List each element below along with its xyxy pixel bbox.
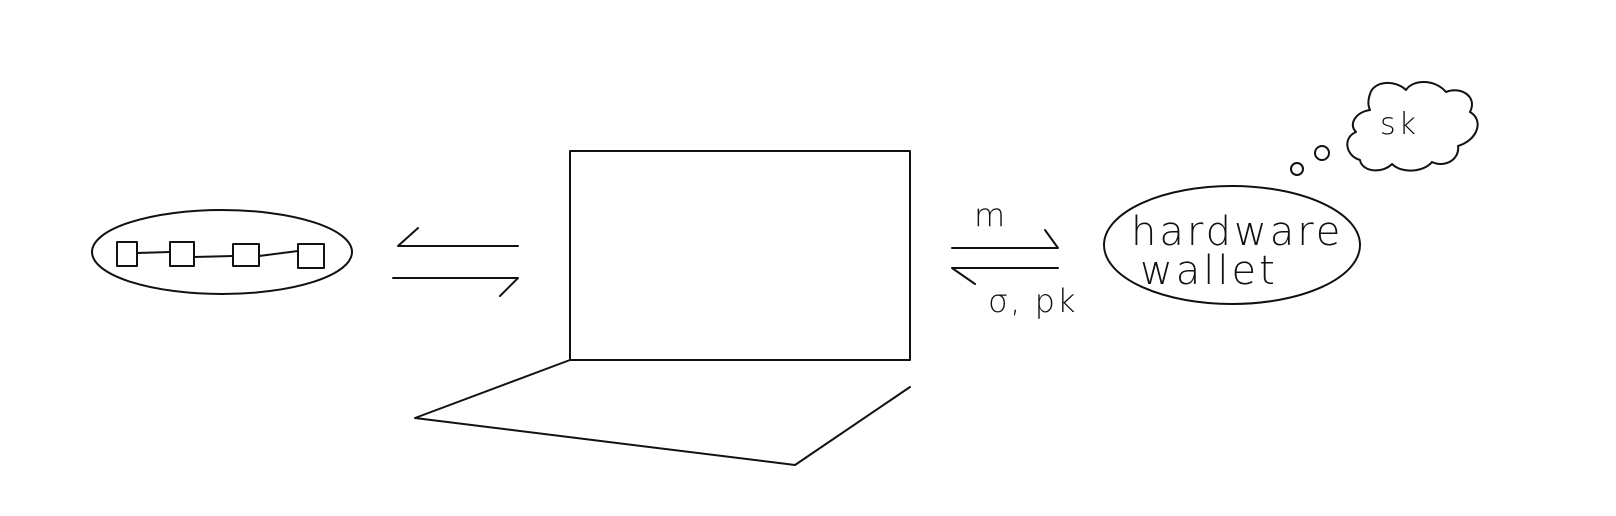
blockchain-laptop-arrows bbox=[392, 227, 519, 297]
chain-block-3 bbox=[232, 243, 260, 267]
chain-block-1 bbox=[116, 241, 138, 267]
laptop-wallet-arrows: m σ, pk bbox=[951, 196, 1077, 320]
thought-bubble: sk bbox=[1290, 81, 1479, 176]
arrow-laptop-to-blockchain bbox=[397, 227, 519, 247]
chain-block-2 bbox=[169, 241, 195, 267]
arrow-laptop-to-wallet bbox=[951, 229, 1059, 249]
signature-pubkey-label: σ, pk bbox=[988, 282, 1077, 320]
blockchain-ellipse bbox=[91, 209, 353, 295]
thought-cloud bbox=[1346, 81, 1479, 172]
chain-link-3 bbox=[258, 250, 299, 257]
thought-dot-large bbox=[1314, 145, 1330, 161]
hardware-wallet-label-line2: wallet bbox=[1140, 248, 1278, 294]
hardware-wallet-ellipse bbox=[1103, 185, 1361, 305]
message-label: m bbox=[974, 196, 1007, 234]
hardware-wallet-label-line1: hardware bbox=[1131, 209, 1343, 255]
laptop-base bbox=[414, 359, 911, 466]
chain-link-2 bbox=[193, 255, 234, 258]
chain-block-4 bbox=[297, 243, 325, 269]
thought-dot-small bbox=[1290, 162, 1304, 176]
hardware-wallet: hardware wallet bbox=[1103, 185, 1361, 305]
laptop-screen bbox=[569, 150, 911, 361]
laptop bbox=[414, 150, 911, 466]
secret-key-label: sk bbox=[1380, 107, 1419, 142]
arrow-wallet-to-laptop bbox=[951, 267, 1059, 285]
chain-link-1 bbox=[136, 251, 171, 254]
arrow-blockchain-to-laptop bbox=[392, 277, 519, 297]
blockchain bbox=[91, 209, 353, 295]
